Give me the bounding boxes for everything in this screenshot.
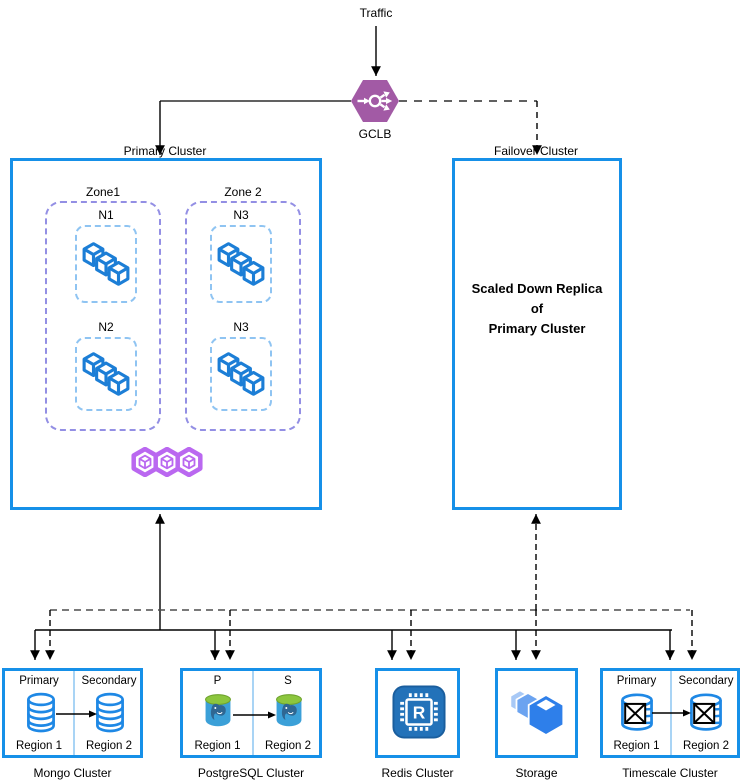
zone1-box <box>45 201 161 431</box>
postgres-region1-label: Region 1 <box>194 740 241 752</box>
timescale-database-icon <box>686 693 726 733</box>
zone2-label: Zone 2 <box>224 185 262 199</box>
gke-node-cubes-icon <box>81 242 131 286</box>
replication-arrow <box>233 711 276 719</box>
mongodb-database-icon <box>23 691 59 735</box>
timescale-cluster-box: Primary Secondary Region 1 Region 2 <box>600 668 740 758</box>
replication-arrow <box>56 710 97 718</box>
mongo-cluster-box: Primary Secondary Region 1 Region 2 <box>2 668 143 758</box>
mongo-divider <box>73 671 75 755</box>
postgresql-database-icon <box>202 691 234 733</box>
redis-cluster-box <box>375 668 460 758</box>
replication-arrow <box>652 709 691 717</box>
node-n2-box <box>75 337 137 411</box>
gke-node-cubes-icon <box>81 352 131 396</box>
gclb-load-balancer-icon <box>351 80 399 122</box>
node-n3b-label: N3 <box>233 320 249 334</box>
postgres-divider <box>252 671 254 755</box>
storage-label: Storage <box>515 766 558 780</box>
failover-line2: of <box>530 301 544 316</box>
node-n3b-box <box>210 337 272 411</box>
postgresql-database-icon <box>273 691 305 733</box>
primary-cluster-label: Primary Cluster <box>123 144 207 158</box>
primary-cluster-box: Zone1 Zone 2 N1 N2 N3 N3 <box>10 158 322 510</box>
timescale-region2-label: Region 2 <box>682 740 730 752</box>
timescale-cluster-label: Timescale Cluster <box>622 766 718 780</box>
failover-line3: Primary Cluster <box>488 321 586 336</box>
failover-description: Scaled Down Replica of Primary Cluster <box>455 279 619 339</box>
timescale-database-icon <box>617 693 657 733</box>
redis-memorystore-icon <box>392 685 446 739</box>
timescale-primary-label: Primary <box>616 675 657 687</box>
node-n2-label: N2 <box>98 320 114 334</box>
redis-cluster-label: Redis Cluster <box>381 766 454 780</box>
gke-node-cubes-icon <box>216 352 266 396</box>
postgres-cluster-label: PostgreSQL Cluster <box>197 766 305 780</box>
mongo-cluster-label: Mongo Cluster <box>33 766 112 780</box>
postgres-secondary-label: S <box>284 675 292 687</box>
zone1-label: Zone1 <box>85 185 121 199</box>
traffic-label: Traffic <box>359 6 393 20</box>
cloud-storage-icon <box>506 685 570 741</box>
failover-line1: Scaled Down Replica <box>471 281 603 296</box>
timescale-secondary-label: Secondary <box>678 675 734 687</box>
node-n1-label: N1 <box>98 208 114 222</box>
mongo-primary-label: Primary <box>19 675 59 687</box>
gclb-label: GCLB <box>358 127 392 141</box>
mongo-region2-label: Region 2 <box>85 740 133 752</box>
node-n1-box <box>75 225 137 303</box>
storage-box <box>495 668 578 758</box>
node-n3a-box <box>210 225 272 303</box>
failover-cluster-label: Failover Cluster <box>493 144 579 158</box>
mongo-secondary-label: Secondary <box>81 675 137 687</box>
timescale-region1-label: Region 1 <box>613 740 660 752</box>
gke-node-cubes-icon <box>216 242 266 286</box>
zone2-box <box>185 201 301 431</box>
postgres-region2-label: Region 2 <box>264 740 312 752</box>
postgres-cluster-box: P S Region 1 Region 2 <box>180 668 322 758</box>
node-n3a-label: N3 <box>233 208 249 222</box>
postgres-primary-label: P <box>213 675 222 687</box>
mongo-region1-label: Region 1 <box>15 740 63 752</box>
failover-cluster-box: Scaled Down Replica of Primary Cluster <box>452 158 622 510</box>
anthos-hexagon-cubes-icon <box>131 447 205 477</box>
